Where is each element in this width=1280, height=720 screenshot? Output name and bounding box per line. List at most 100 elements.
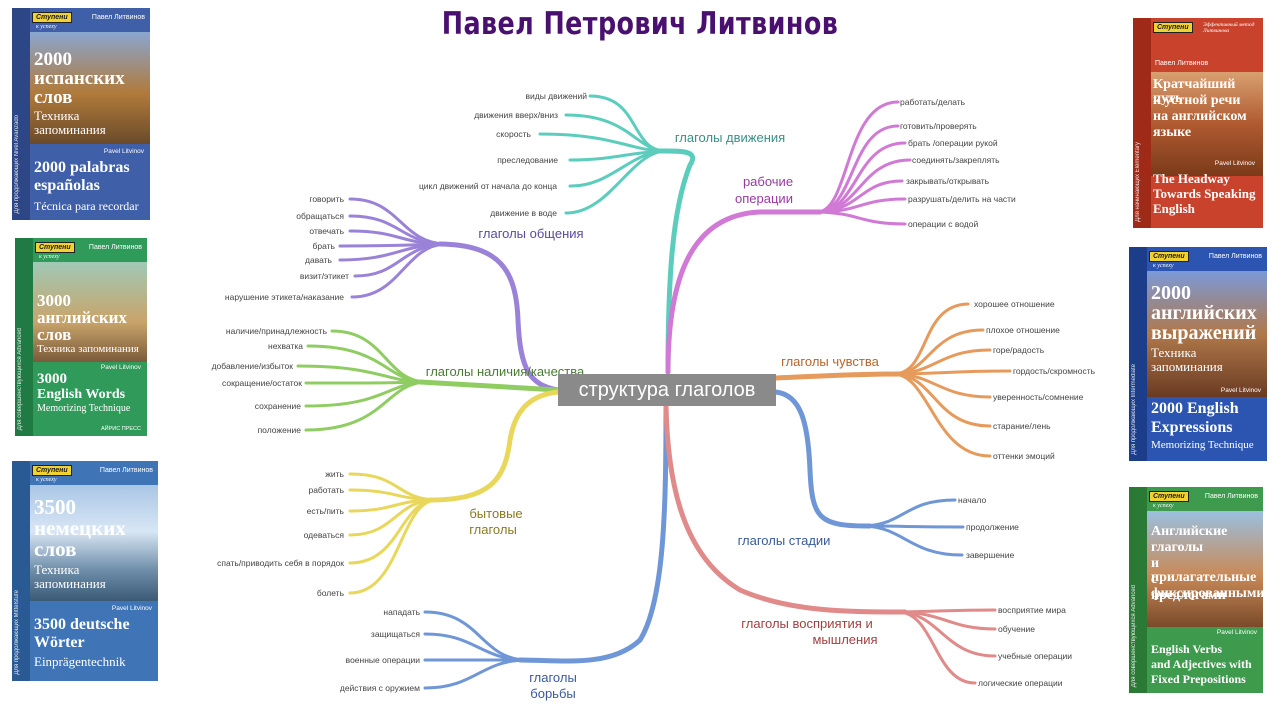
series-logo-sub: к успеху (1153, 503, 1174, 509)
page-title: Павел Петрович Литвинов (441, 6, 839, 42)
book-title-line3: и прилагательные (1151, 556, 1257, 585)
book-title-line2: английских (1151, 302, 1257, 324)
book-title-line1: Кратчайший путь (1153, 77, 1236, 106)
comm-item: обращаться (296, 211, 344, 221)
household-item: спать/приводить себя в порядок (217, 558, 344, 568)
book-foreign-title: English Verbs (1151, 642, 1223, 656)
book-subtitle: Техника (1151, 345, 1197, 360)
center-node: структура глаголов (558, 374, 776, 406)
branch-comm-labels: глаголы общения говорить обращаться отве… (225, 194, 584, 302)
comm-item: брать (313, 241, 336, 251)
book-title-line4: языке (1153, 125, 1192, 140)
household-item: есть/пить (307, 506, 345, 516)
book-author: Павел Литвинов (1155, 60, 1209, 67)
book-title-line4: с фиксированными (1151, 572, 1263, 601)
motion-item: виды движений (525, 91, 587, 101)
perception-category-label-line2: мышления (812, 632, 877, 647)
possession-item: сохранение (255, 401, 302, 411)
stages-category-label: глаголы стадии (738, 533, 831, 548)
book-author-latin: Pavel Litvinov (100, 364, 141, 371)
book-photo (1147, 271, 1267, 397)
work-item: операции с водой (908, 219, 978, 229)
book-spine-text: Для совершенствующихся Advanced (1131, 584, 1137, 687)
series-logo: Ступени (1149, 251, 1189, 262)
branch-possession-labels: глаголы наличия/качества наличие/принадл… (212, 326, 585, 435)
book-subtitle-line2: запоминания (34, 122, 106, 137)
motion-category-label: глаголы движения (675, 130, 785, 145)
motion-item: движения вверх/вниз (474, 110, 558, 120)
branch-perception (663, 403, 997, 685)
book-author: Павел Литвинов (91, 14, 145, 21)
branch-fight (423, 403, 669, 690)
book-author-latin: Pavel Litvinov (1214, 160, 1255, 167)
branch-feelings (773, 302, 1012, 458)
perception-item: логические операции (978, 678, 1063, 688)
possession-item: положение (258, 425, 302, 435)
book-foreign-title-line2: españolas (34, 177, 100, 194)
feelings-item: старание/лень (993, 421, 1051, 431)
work-item: разрушать/делить на части (908, 194, 1016, 204)
book-photo (1151, 72, 1263, 176)
book-foreign-title-line2: Wörter (34, 634, 85, 651)
book-photo (30, 485, 158, 601)
perception-item: обучение (998, 624, 1035, 634)
book-cover-english-expressions[interactable]: Для продолжающих Intermediate Ступени к … (1129, 247, 1267, 461)
book-title-line3: на английском (1153, 109, 1247, 124)
household-category-label-line2: глаголы (469, 522, 517, 537)
fight-item: действия с оружием (340, 683, 420, 693)
work-item: брать /операции рукой (908, 138, 998, 148)
book-title-line3: слов (34, 87, 73, 108)
book-subtitle-line2: запоминания (1151, 359, 1223, 374)
perception-item: восприятие мира (998, 605, 1066, 615)
book-title-number: 2000 (34, 49, 72, 70)
branch-fight-labels: глаголы борьбы нападать защищаться военн… (340, 607, 577, 701)
book-spine-strip (12, 461, 30, 681)
work-item: готовить/проверять (900, 121, 977, 131)
household-item: работать (308, 485, 344, 495)
book-title-line2: глаголы (1151, 540, 1204, 555)
book-cover-english-verbs[interactable]: Для совершенствующихся Advanced Ступени … (1129, 487, 1263, 693)
series-logo: Ступени (1153, 22, 1193, 33)
book-foreign-title-line2: Expressions (1151, 419, 1233, 436)
book-author: Павел Литвинов (1204, 493, 1258, 500)
book-title-number: 3000 (37, 291, 71, 310)
feelings-item: хорошее отношение (974, 299, 1055, 309)
book-title-line3: выражений (1151, 322, 1257, 344)
branch-perception-labels: глаголы восприятия и мышления восприятие… (741, 605, 1072, 688)
stages-item: завершение (966, 550, 1014, 560)
household-item: жить (325, 469, 344, 479)
book-spine-strip (15, 238, 33, 436)
branch-stages-labels: глаголы стадии начало продолжение заверш… (738, 495, 1020, 560)
household-item: болеть (317, 588, 345, 598)
book-foreign-title: 3000 (37, 371, 67, 387)
branch-possession (296, 329, 561, 432)
book-spine-strip (1129, 247, 1147, 461)
series-logo-sub: Эффективный метод Литвинова (1203, 22, 1255, 35)
book-spine-text: Для совершенствующихся Advanced (17, 327, 23, 430)
fight-category-label-line2: борьбы (530, 686, 575, 701)
motion-item: движение в воде (490, 208, 557, 218)
branch-household-labels: бытовые глаголы жить работать есть/пить … (217, 469, 523, 598)
book-cover-spanish[interactable]: Для продолжающих Nivel Avanzado Ступени … (12, 8, 150, 220)
book-spine-text: Для продолжающих Intermediate (1131, 364, 1137, 455)
series-logo: Ступени (35, 242, 75, 253)
motion-item: преследование (497, 155, 558, 165)
book-title-line2: немецких (34, 516, 126, 540)
book-foreign-subtitle: Einprägentechnik (34, 654, 126, 669)
perception-item: учебные операции (998, 651, 1072, 661)
branch-work-labels: рабочие операции работать/делать готовит… (735, 97, 1016, 229)
book-cover-german[interactable]: Для продолжающих Mittelstufe Ступени к у… (12, 461, 158, 681)
book-subtitle: Техника (34, 108, 80, 123)
book-foreign-title-line3: English (1153, 201, 1195, 216)
comm-item: визит/этикет (300, 271, 349, 281)
book-subtitle: Техника (34, 562, 80, 577)
book-subtitle: Техника запоминания (37, 343, 139, 355)
branch-household (348, 389, 561, 595)
book-cover-headway[interactable]: Для начинающих Elementary Ступени Эффект… (1133, 18, 1263, 228)
comm-item: давать (305, 255, 333, 265)
book-author-latin: Pavel Litvinov (1220, 387, 1261, 394)
fight-category-label-line1: глаголы (529, 670, 577, 685)
book-title-line1: Английские (1151, 524, 1228, 539)
book-cover-english-words[interactable]: Для совершенствующихся Advanced Ступени … (15, 238, 147, 436)
book-author-latin: Pavel Litvinov (1216, 629, 1257, 636)
